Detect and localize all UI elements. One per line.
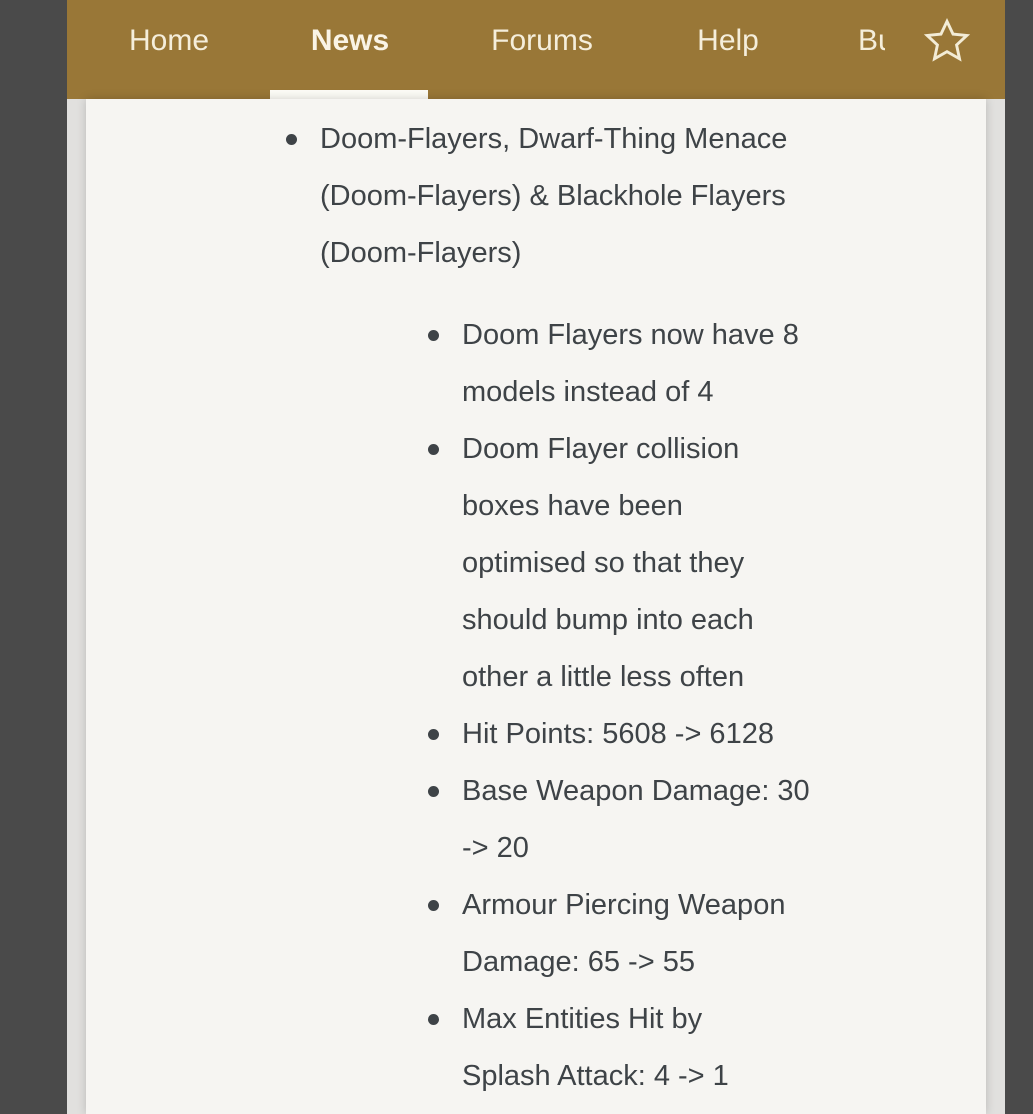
text-line: boxes have been <box>462 490 683 522</box>
bullet-icon <box>286 134 297 145</box>
text-line: Base Weapon Damage: 30 <box>462 775 810 807</box>
content-area: Doom-Flayers, Dwarf-Thing Menace (Doom-F… <box>67 99 1005 1114</box>
active-tab-underline <box>270 90 428 99</box>
text-line: Damage: 65 -> 55 <box>462 946 695 978</box>
text-line: Doom Flayers now have 8 <box>462 319 799 351</box>
text-line: Armour Piercing Weapon <box>462 889 786 921</box>
patch-notes-body: Doom-Flayers, Dwarf-Thing Menace (Doom-F… <box>86 99 986 1105</box>
nav-item-help[interactable]: Help <box>697 24 759 57</box>
text-line: optimised so that they <box>462 547 745 579</box>
text-line: Hit Points: 5608 -> 6128 <box>462 718 774 750</box>
bullet-icon <box>428 729 439 740</box>
top-navbar: Home News Forums Help Bu <box>67 0 1005 99</box>
nav-item-forums[interactable]: Forums <box>491 24 593 57</box>
text-line: -> 20 <box>462 832 529 864</box>
bullet-icon <box>428 1014 439 1025</box>
bookmark-star-icon[interactable] <box>920 16 974 66</box>
list-item-hit-points: Hit Points: 5608 -> 6128 <box>86 706 986 763</box>
text-line: Splash Attack: 4 -> 1 <box>462 1060 729 1092</box>
text-line: Max Entities Hit by <box>462 1003 703 1035</box>
nav-item-bu-truncated[interactable]: Bu <box>858 24 885 57</box>
nav-item-home[interactable]: Home <box>128 24 210 57</box>
bullet-icon <box>428 786 439 797</box>
text-line: other a little less often <box>462 661 745 693</box>
list-item-collision: Doom Flayer collision boxes have been op… <box>86 421 986 706</box>
bullet-icon <box>428 330 439 341</box>
list-item-models: Doom Flayers now have 8 models instead o… <box>86 307 986 421</box>
text-line: (Doom-Flayers) <box>320 237 522 269</box>
list-item-doom-flayers: Doom-Flayers, Dwarf-Thing Menace (Doom-F… <box>86 111 986 282</box>
list-item-max-entities: Max Entities Hit by Splash Attack: 4 -> … <box>86 991 986 1105</box>
list-item-base-damage: Base Weapon Damage: 30 -> 20 <box>86 763 986 877</box>
content-card: Doom-Flayers, Dwarf-Thing Menace (Doom-F… <box>86 99 986 1114</box>
nested-list: Doom Flayers now have 8 models instead o… <box>86 307 986 1105</box>
page: Home News Forums Help Bu Doom-Flayers, D… <box>67 0 1005 1114</box>
list-item-ap-damage: Armour Piercing Weapon Damage: 65 -> 55 <box>86 877 986 991</box>
bullet-icon <box>428 900 439 911</box>
nav-item-news[interactable]: News <box>310 24 390 57</box>
left-frame <box>0 0 67 1114</box>
bullet-icon <box>428 444 439 455</box>
right-frame <box>1005 0 1033 1114</box>
text-line: Doom-Flayers, Dwarf-Thing Menace <box>320 123 788 155</box>
text-line: should bump into each <box>462 604 754 636</box>
text-line: Doom Flayer collision <box>462 433 740 465</box>
text-line: (Doom-Flayers) & Blackhole Flayers <box>320 180 786 212</box>
text-line: models instead of 4 <box>462 376 714 408</box>
